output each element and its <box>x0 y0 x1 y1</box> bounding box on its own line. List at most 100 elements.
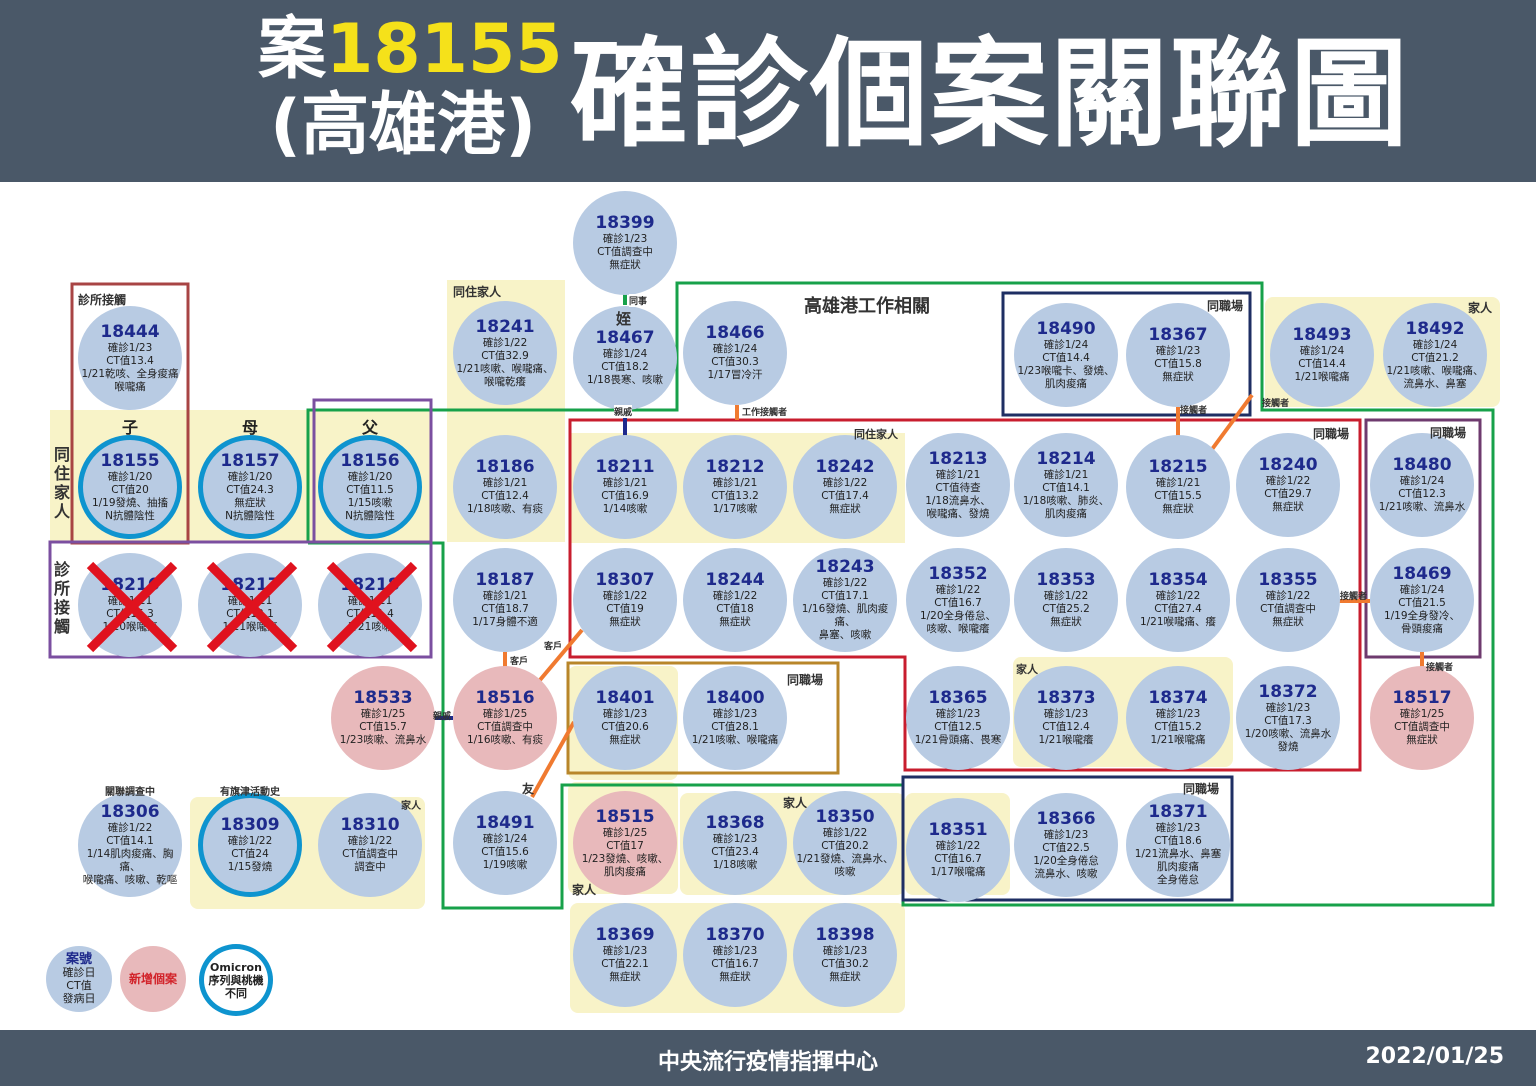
case-detail: 確診1/22 <box>347 835 393 847</box>
title-location: (高雄港) <box>270 86 537 165</box>
case-detail: N抗體陰性 <box>345 509 395 522</box>
case-detail: 調查中 <box>354 861 386 873</box>
case-detail: 無症狀 <box>1406 734 1438 746</box>
legend-omicron-line: Omicron <box>210 960 262 974</box>
case-detail: 無症狀 <box>609 734 641 746</box>
case-id: 18469 <box>1392 563 1452 584</box>
case-id: 18371 <box>1148 802 1208 822</box>
label-relative: 親戚 <box>433 712 452 722</box>
case-id: 18242 <box>815 457 875 477</box>
case-detail: 確診1/23 <box>712 833 758 845</box>
case-detail: 確診1/21 <box>1043 468 1089 481</box>
label-son: 子 <box>122 418 139 437</box>
case-detail: 確診1/21 <box>482 477 528 489</box>
case-id: 18444 <box>100 321 160 342</box>
case-detail: 1/19咳嗽 <box>482 859 528 871</box>
label-niece: 姪 <box>616 310 632 328</box>
label-work-contact: 工作接觸者 <box>742 405 788 418</box>
case-detail: CT值17 <box>606 839 644 852</box>
case-detail: 確診1/24 <box>602 348 648 360</box>
case-detail: 1/18咳嗽、有痰 <box>466 503 544 515</box>
case-detail: 無症狀 <box>1162 371 1194 383</box>
case-detail: 1/18流鼻水、 <box>925 494 991 507</box>
case-detail: 1/19全身發冷、 <box>1383 609 1461 622</box>
case-detail: 確診1/22 <box>227 835 273 847</box>
case-detail: 1/21咳嗽、喉嚨痛、 <box>1386 364 1484 377</box>
case-id: 18216 <box>100 575 160 595</box>
case-detail: 無症狀 <box>1162 503 1194 515</box>
case-detail: 1/20喉嚨痛 <box>102 621 158 633</box>
header-banner: 案18155 (高雄港) 確診個案關聯圖 <box>0 0 1536 182</box>
case-detail: 1/21骨頭痛、畏寒 <box>914 734 1002 746</box>
case-detail: CT值20.2 <box>821 839 869 852</box>
case-id: 18213 <box>928 448 988 469</box>
case-id: 18372 <box>1258 681 1318 702</box>
case-id: 18365 <box>928 688 988 708</box>
case-detail: CT值20.6 <box>601 721 649 733</box>
case-id: 18218 <box>340 575 400 595</box>
case-detail: 確診1/25 <box>482 708 528 720</box>
case-detail: 無症狀 <box>609 971 641 983</box>
legend-id: 案號 <box>65 952 92 967</box>
case-detail: 確診1/23 <box>602 233 648 245</box>
legend-case: 案號 確診日 CT值 發病日 <box>46 946 112 1012</box>
case-detail: 確診1/21 <box>1155 477 1201 489</box>
case-detail: 確診1/22 <box>935 583 981 596</box>
case-id: 18492 <box>1405 318 1465 339</box>
case-detail: 確診1/23 <box>602 945 648 957</box>
case-detail: CT值18 <box>716 603 754 615</box>
case-id: 18515 <box>595 806 655 827</box>
label-relative: 親戚 <box>614 405 633 418</box>
label-family: 家人 <box>572 883 597 897</box>
label-cohabit: 同住家人 <box>453 285 502 299</box>
case-detail: 流鼻水、鼻塞 <box>1403 377 1467 390</box>
case-detail: CT值14.4 <box>1298 358 1346 370</box>
case-id: 18374 <box>1148 688 1208 708</box>
case-id: 18211 <box>595 457 655 477</box>
case-detail: CT值12.3 <box>1398 488 1446 500</box>
case-detail: CT值調查中 <box>1394 721 1450 733</box>
case-detail: 1/15咳嗽 <box>347 496 393 509</box>
case-detail: 確診1/23 <box>822 945 868 957</box>
case-id: 18240 <box>1258 455 1318 475</box>
case-detail: CT值17.1 <box>821 590 869 602</box>
case-id: 18533 <box>353 688 413 708</box>
case-id: 18212 <box>705 457 765 477</box>
case-detail: 確診1/23 <box>1155 822 1201 834</box>
legend-omicron-line: 不同 <box>225 986 247 1000</box>
case-id: 18217 <box>220 575 280 595</box>
footer-date: 2022/01/25 <box>1365 1044 1504 1069</box>
case-detail: 確診1/25 <box>360 708 406 720</box>
case-detail: 1/21發燒、流鼻水、 <box>796 852 894 865</box>
case-detail: 確診1/23 <box>712 945 758 957</box>
case-detail: 1/23發燒、咳嗽、 <box>581 852 669 865</box>
label-clinic: 診所接觸 <box>78 293 127 307</box>
case-detail: CT值待查 <box>935 481 981 494</box>
legend-confirm: 確診日 <box>62 966 96 979</box>
case-id: 18243 <box>815 557 875 577</box>
case-detail: CT值24.3 <box>226 483 274 496</box>
case-detail: 無症狀 <box>234 496 266 509</box>
case-id: 18401 <box>595 688 655 708</box>
label-mother: 母 <box>242 418 259 437</box>
case-detail: 確診1/25 <box>602 826 648 839</box>
case-id: 18353 <box>1036 570 1096 590</box>
label-family: 家人 <box>783 796 808 810</box>
case-id: 18369 <box>595 925 655 945</box>
case-id: 18493 <box>1292 325 1352 345</box>
